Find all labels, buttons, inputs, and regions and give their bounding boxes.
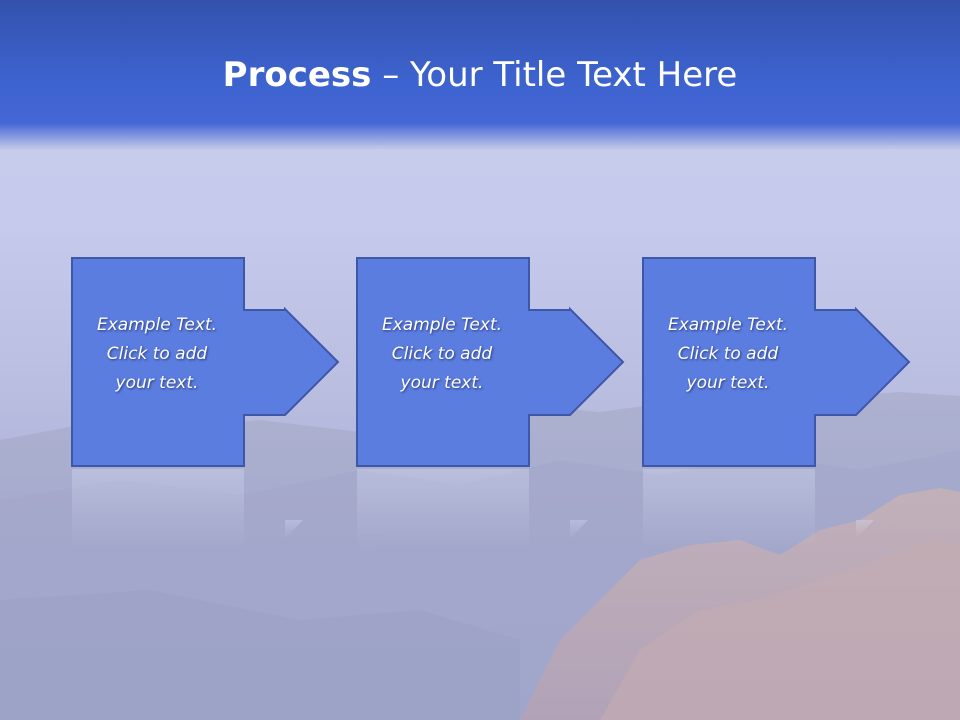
step-text-line-3: your text. [400,373,484,393]
step-2-reflection [356,469,626,549]
process-step-2[interactable]: Example Text. Click to add your text. [356,257,626,467]
step-text: Example Text. Click to add your text. [642,311,814,398]
box-arrow-shape [356,257,625,467]
step-1-reflection [71,469,341,549]
step-text-line-2: Click to add [391,344,493,364]
slide-title[interactable]: Process – Your Title Text Here [0,52,960,98]
box-arrow-shape [642,257,911,467]
process-step-3[interactable]: Example Text. Click to add your text. [642,257,912,467]
step-3-reflection [642,469,912,549]
step-text-line-1: Example Text. [96,315,218,335]
step-text: Example Text. Click to add your text. [356,311,528,398]
title-bold: Process [222,55,372,95]
step-text-line-3: your text. [115,373,199,393]
step-text-line-2: Click to add [106,344,208,364]
title-dash: – [371,55,411,95]
box-arrow-shape [71,257,340,467]
step-text-line-1: Example Text. [381,315,503,335]
step-text-line-3: your text. [686,373,770,393]
title-bar [0,0,960,150]
step-text: Example Text. Click to add your text. [71,311,243,398]
step-text-line-1: Example Text. [667,315,789,335]
process-step-1[interactable]: Example Text. Click to add your text. [71,257,341,467]
step-text-line-2: Click to add [677,344,779,364]
title-rest: Your Title Text Here [410,55,738,95]
